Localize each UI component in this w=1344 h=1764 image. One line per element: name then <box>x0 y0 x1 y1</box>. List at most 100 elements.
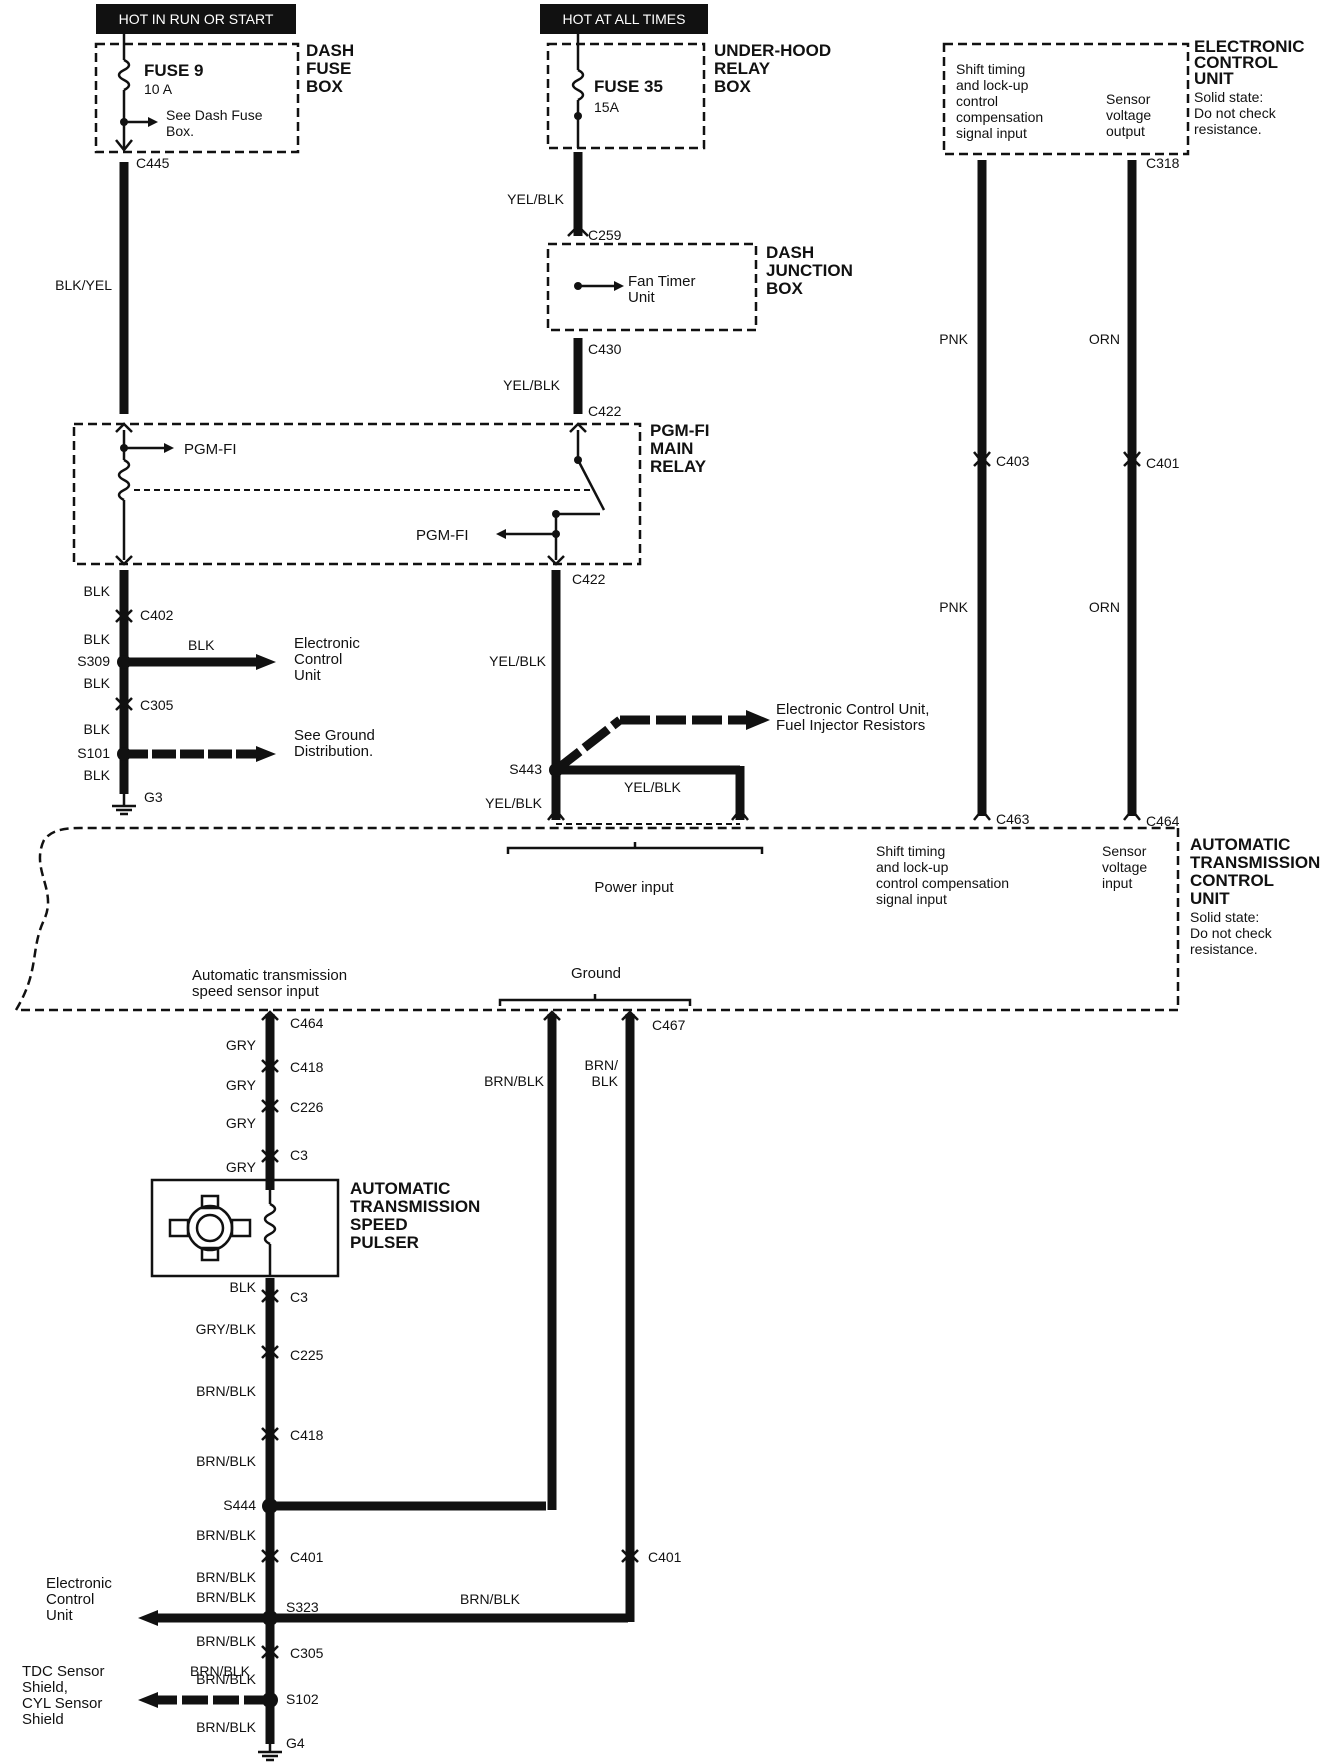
pulser-title-3: SPEED <box>350 1215 408 1234</box>
connector-c422-bottom: C422 <box>572 571 606 587</box>
relay-switch <box>576 459 606 511</box>
svg-text:BRN/BLK: BRN/BLK <box>196 1633 257 1649</box>
main-relay-title-3: RELAY <box>650 457 707 476</box>
svg-text:BRN/BLK: BRN/BLK <box>196 1671 257 1687</box>
svg-text:Shift timing: Shift timing <box>876 843 945 859</box>
splice-s444-label: S444 <box>223 1497 256 1513</box>
svg-text:Sensor: Sensor <box>1102 843 1147 859</box>
svg-text:BRN/: BRN/ <box>585 1057 619 1073</box>
connector-c225: C225 <box>290 1347 324 1363</box>
svg-text:YEL/BLK: YEL/BLK <box>624 779 681 795</box>
dash-fuse-note-1: See Dash Fuse <box>166 107 263 123</box>
connector-c401-bottom-left: C401 <box>290 1549 324 1565</box>
atcu-title-2: TRANSMISSION <box>1190 853 1320 872</box>
fuse-9-symbol <box>117 58 131 92</box>
svg-text:PNK: PNK <box>939 599 968 615</box>
splice-s443-label: S443 <box>509 761 542 777</box>
connector-c402: C402 <box>140 607 174 623</box>
svg-text:and lock-up: and lock-up <box>956 77 1029 93</box>
svg-text:BLK: BLK <box>188 637 215 653</box>
ref-ecu-bottom-3: Unit <box>46 1607 74 1624</box>
connector-c226: C226 <box>290 1099 324 1115</box>
connector-c401-symbol <box>1123 451 1141 467</box>
underhood-box-title-3: BOX <box>714 77 752 96</box>
atcu-title-4: UNIT <box>1190 889 1230 908</box>
ref-ground-dist-2: Distribution. <box>294 743 373 760</box>
atcu-speed-input-1: Automatic transmission <box>192 967 347 984</box>
relay-coil <box>117 458 131 502</box>
ecu-top-box: Shift timing and lock-up control compens… <box>942 37 1305 156</box>
connector-c401-top: C401 <box>1146 455 1180 471</box>
junction-box-title-1: DASH <box>766 243 814 262</box>
connector-c403-symbol <box>973 451 991 467</box>
svg-text:BRN/BLK: BRN/BLK <box>196 1719 257 1735</box>
connector-c418-top: C418 <box>290 1059 324 1075</box>
ref-ecu-injector-2: Fuel Injector Resistors <box>776 717 925 734</box>
splice-s102-label: S102 <box>286 1691 319 1707</box>
svg-text:and lock-up: and lock-up <box>876 859 949 875</box>
svg-text:GRY: GRY <box>226 1077 257 1093</box>
svg-text:BRN/BLK: BRN/BLK <box>196 1589 257 1605</box>
pulser-coil <box>263 1202 277 1246</box>
ground-g4-label: G4 <box>286 1735 305 1751</box>
svg-text:BLK: BLK <box>84 767 111 783</box>
ecu-title-3: UNIT <box>1194 69 1234 88</box>
svg-text:signal input: signal input <box>876 891 947 907</box>
atcu-title-1: AUTOMATIC <box>1190 835 1290 854</box>
wire-label-blk-yel: BLK/YEL <box>55 277 112 293</box>
wire-label-yel-blk-2: YEL/BLK <box>503 377 560 393</box>
svg-text:input: input <box>1102 875 1132 891</box>
fuse-9-rating: 10 A <box>144 81 173 97</box>
svg-text:Do not check: Do not check <box>1194 105 1277 121</box>
dash-fuse-note-2: Box. <box>166 123 194 139</box>
svg-text:voltage: voltage <box>1102 859 1147 875</box>
atcu-title-3: CONTROL <box>1190 871 1274 890</box>
svg-text:YEL/BLK: YEL/BLK <box>485 795 542 811</box>
ecu-title-2: CONTROL <box>1194 53 1278 72</box>
speed-pulser-box: AUTOMATIC TRANSMISSION SPEED PULSER <box>150 1178 480 1278</box>
svg-text:GRY: GRY <box>226 1037 257 1053</box>
fuse-35-label: FUSE 35 <box>594 77 663 96</box>
svg-text:resistance.: resistance. <box>1190 941 1258 957</box>
hot-always-text: HOT AT ALL TIMES <box>563 11 686 27</box>
hot-always-banner <box>540 4 708 34</box>
splice-s101-label: S101 <box>77 745 110 761</box>
ref-tdc-2: Shield, <box>22 1679 68 1696</box>
dash-fuse-box: FUSE 9 10 A See Dash Fuse Box. DASH FUSE… <box>94 34 354 154</box>
svg-text:BRN/BLK: BRN/BLK <box>196 1453 257 1469</box>
dash-junction-box: Fan Timer Unit DASH JUNCTION BOX <box>546 242 853 332</box>
splice-s323-label: S323 <box>286 1599 319 1615</box>
fan-timer-unit-1: Fan Timer <box>628 273 696 290</box>
svg-text:BLK: BLK <box>592 1073 619 1089</box>
connector-c464-top: C464 <box>1146 813 1180 829</box>
ecu-title-1: ELECTRONIC <box>1194 37 1305 56</box>
connector-c3-top: C3 <box>290 1147 308 1163</box>
svg-text:output: output <box>1106 123 1145 139</box>
svg-text:Do not check: Do not check <box>1190 925 1273 941</box>
ref-ecu-1: Electronic <box>294 635 360 652</box>
atcu-ground: Ground <box>571 965 621 982</box>
ref-ecu-2: Control <box>294 651 342 668</box>
ref-ecu-injector-1: Electronic Control Unit, <box>776 701 929 718</box>
connector-c422-top: C422 <box>588 403 622 419</box>
atcu-speed-input-2: speed sensor input <box>192 983 320 1000</box>
svg-text:Solid state:: Solid state: <box>1190 909 1259 925</box>
svg-text:BRN/BLK: BRN/BLK <box>460 1591 521 1607</box>
dash-fuse-box-title-3: BOX <box>306 77 344 96</box>
underhood-box-title-1: UNDER-HOOD <box>714 41 831 60</box>
connector-c463: C463 <box>996 811 1030 827</box>
main-relay-title-2: MAIN <box>650 439 693 458</box>
pulser-title-1: AUTOMATIC <box>350 1179 450 1198</box>
pulser-title-4: PULSER <box>350 1233 419 1252</box>
connector-c467: C467 <box>652 1017 686 1033</box>
fuse-35-rating: 15A <box>594 99 620 115</box>
svg-text:control compensation: control compensation <box>876 875 1009 891</box>
fuse-35-symbol <box>571 68 585 102</box>
svg-text:control: control <box>956 93 998 109</box>
connector-c305-top: C305 <box>140 697 174 713</box>
svg-text:BRN/BLK: BRN/BLK <box>196 1383 257 1399</box>
svg-text:Solid state:: Solid state: <box>1194 89 1263 105</box>
svg-text:ORN: ORN <box>1089 599 1120 615</box>
ground-g3-label: G3 <box>144 789 163 805</box>
